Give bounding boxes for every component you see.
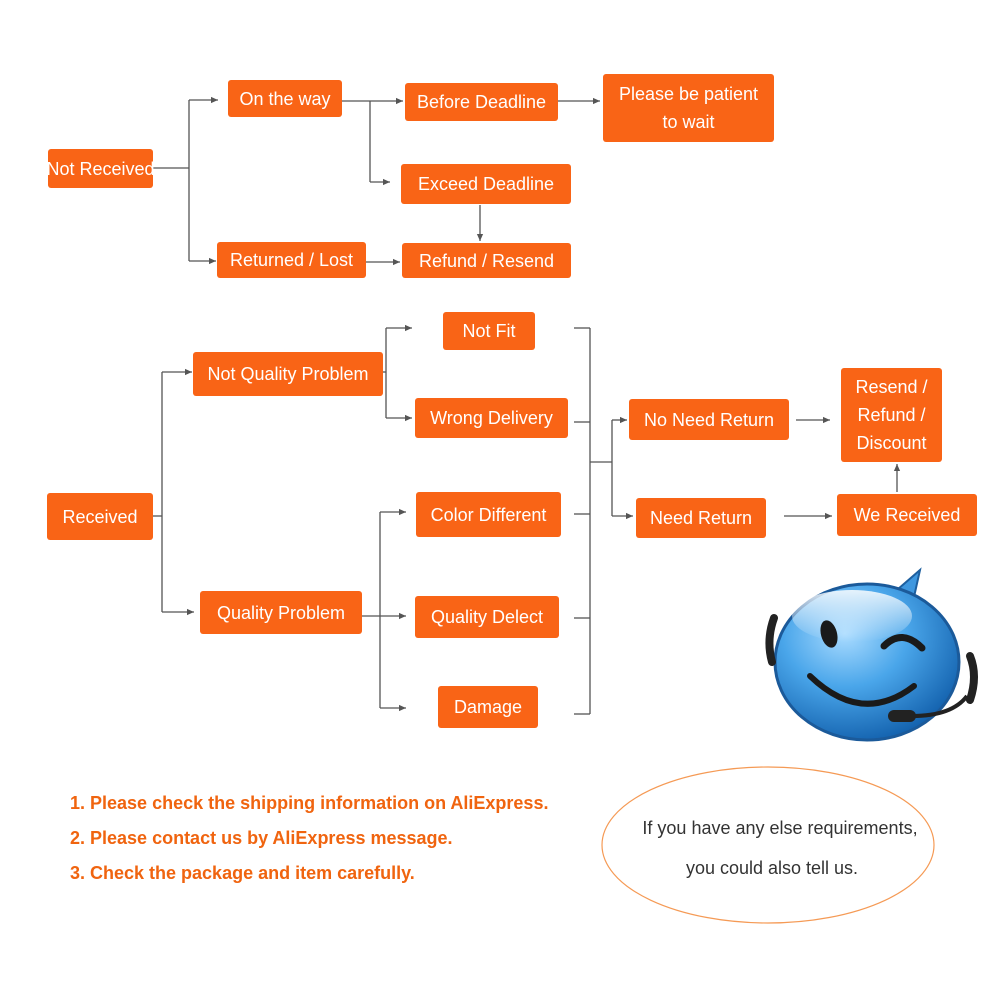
please-be-patient-line-1: Please be patient <box>618 84 759 104</box>
bubble-text-line-2: you could also tell us. <box>685 858 859 878</box>
not-quality-problem-box: Not Quality Problem <box>193 352 383 396</box>
quality-problem-box: Quality Problem <box>200 591 362 634</box>
resend-refund-discount-line-2: Refund / <box>857 405 926 425</box>
not-received-box: Not Received <box>46 149 155 188</box>
winking-support-smiley-icon <box>765 567 978 742</box>
quality-delect-box: Quality Delect <box>415 596 559 638</box>
wrong-delivery-box: Wrong Delivery <box>415 398 568 438</box>
bubble-text-line-1: If you have any else requirements, <box>642 818 918 838</box>
before-deadline-box: Before Deadline <box>405 83 558 121</box>
refund-resend-box: Refund / Resend <box>402 243 571 278</box>
note-2: 2. Please contact us by AliExpress messa… <box>70 828 453 848</box>
resend-refund-discount-line-3: Discount <box>856 433 927 453</box>
color-different-box: Color Different <box>416 492 561 537</box>
returned-lost-box: Returned / Lost <box>217 242 366 278</box>
note-3: 3. Check the package and item carefully. <box>70 863 415 883</box>
please-be-patient-box: Please be patient to wait <box>603 74 774 142</box>
resend-refund-discount-box: Resend / Refund / Discount <box>841 368 942 462</box>
note-1: 1. Please check the shipping information… <box>70 793 549 813</box>
not-fit-box: Not Fit <box>443 312 535 350</box>
speech-ellipse <box>601 766 935 924</box>
on-the-way-box: On the way <box>228 80 342 117</box>
need-return-box: Need Return <box>636 498 766 538</box>
we-received-box: We Received <box>837 494 977 536</box>
exceed-deadline-box: Exceed Deadline <box>401 164 571 204</box>
received-box: Received <box>47 493 153 540</box>
damage-box: Damage <box>438 686 538 728</box>
please-be-patient-line-2: to wait <box>662 112 715 132</box>
resend-refund-discount-line-1: Resend / <box>855 377 928 397</box>
no-need-return-box: No Need Return <box>629 399 789 440</box>
